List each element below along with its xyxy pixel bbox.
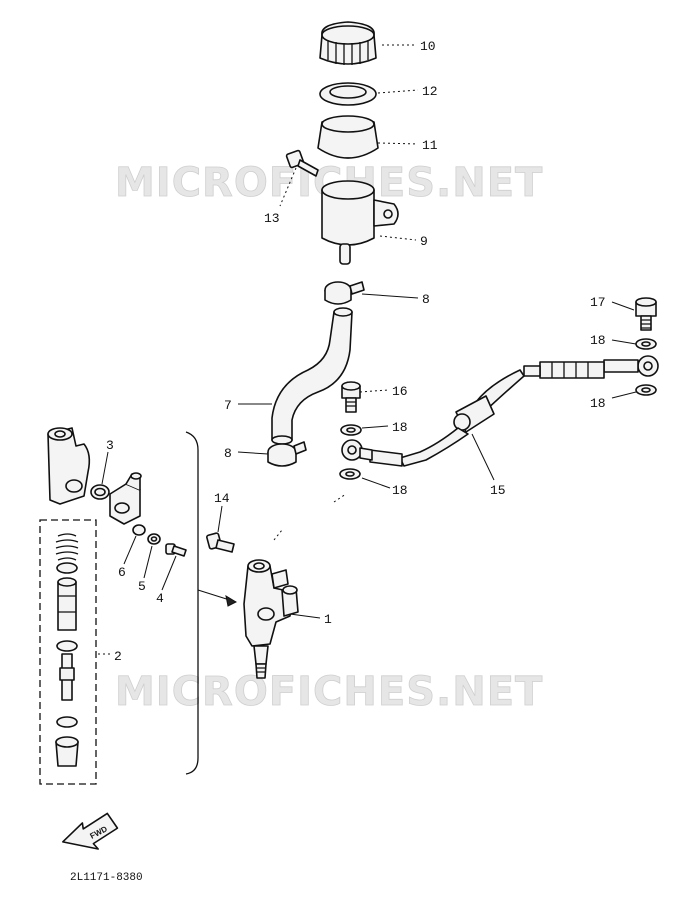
leader-5 xyxy=(143,545,153,579)
leader-misc xyxy=(273,493,347,541)
hose-clip-lower xyxy=(267,441,307,467)
callout-7: 7 xyxy=(224,398,232,413)
callout-8-lower: 8 xyxy=(224,446,232,461)
small-washer xyxy=(132,524,146,536)
leader-12 xyxy=(377,89,419,94)
reservoir-hose xyxy=(271,307,353,445)
screw xyxy=(165,543,187,557)
reservoir-tank xyxy=(321,180,399,265)
callout-11: 11 xyxy=(422,138,438,153)
assembly-arrowhead xyxy=(225,594,238,607)
leader-8-lower xyxy=(237,451,269,455)
leader-6 xyxy=(123,535,137,565)
callout-3: 3 xyxy=(106,438,114,453)
callout-13: 13 xyxy=(264,211,280,226)
watermark-top: MICROFICHES.NET xyxy=(115,160,543,206)
flat-washer xyxy=(147,533,161,545)
leader-1 xyxy=(289,613,321,619)
cylinder-body-detail xyxy=(47,427,91,505)
copper-washer-right-upper xyxy=(635,338,657,350)
leader-18-left-upper xyxy=(361,425,389,429)
leader-9 xyxy=(379,235,417,241)
leader-13 xyxy=(279,167,297,207)
forward-arrow-icon: FWD xyxy=(62,812,119,850)
callout-5: 5 xyxy=(138,579,146,594)
brake-hose xyxy=(341,355,659,467)
callout-18-left-lower: 18 xyxy=(392,483,408,498)
leader-18-left-lower xyxy=(361,477,391,489)
callout-10: 10 xyxy=(420,39,436,54)
reservoir-cap xyxy=(319,21,377,65)
piston-kit xyxy=(39,519,97,785)
callout-9: 9 xyxy=(420,234,428,249)
copper-washer-left-lower xyxy=(339,468,361,480)
diaphragm-plate xyxy=(319,82,377,106)
callout-8-upper: 8 xyxy=(422,292,430,307)
callout-1: 1 xyxy=(324,612,332,627)
union-bolt-right xyxy=(635,297,657,331)
leader-11 xyxy=(377,142,419,145)
diaphragm xyxy=(317,115,379,159)
leader-3 xyxy=(101,451,109,485)
leader-18-right-lower xyxy=(611,391,637,399)
leader-4 xyxy=(161,555,177,591)
leader-17 xyxy=(611,301,635,311)
reservoir-bolt xyxy=(285,149,319,177)
callout-16: 16 xyxy=(392,384,408,399)
hose-clip-upper xyxy=(324,281,365,305)
callout-17: 17 xyxy=(590,295,606,310)
bleed-screw xyxy=(206,532,235,553)
copper-washer-left-upper xyxy=(340,424,362,436)
leader-18-right-upper xyxy=(611,339,637,345)
callout-6: 6 xyxy=(118,565,126,580)
callout-15: 15 xyxy=(490,483,506,498)
leader-15 xyxy=(471,433,495,481)
callout-18-right-lower: 18 xyxy=(590,396,606,411)
drawing-code: 2L1171-8380 xyxy=(70,872,143,884)
callout-18-left-upper: 18 xyxy=(392,420,408,435)
assembly-bracket xyxy=(185,431,199,775)
copper-washer-right-lower xyxy=(635,384,657,396)
callout-18-right-upper: 18 xyxy=(590,333,606,348)
master-cylinder xyxy=(243,559,299,679)
callout-12: 12 xyxy=(422,84,438,99)
o-ring xyxy=(90,484,110,500)
callout-2: 2 xyxy=(114,649,122,664)
callout-4: 4 xyxy=(156,591,164,606)
leader-14 xyxy=(217,505,223,533)
union-bolt-left xyxy=(341,381,361,413)
callout-14: 14 xyxy=(214,491,230,506)
leader-16 xyxy=(359,389,389,393)
watermark-bottom: MICROFICHES.NET xyxy=(115,669,543,715)
hose-joint xyxy=(109,472,142,525)
leader-8-upper xyxy=(361,293,419,299)
